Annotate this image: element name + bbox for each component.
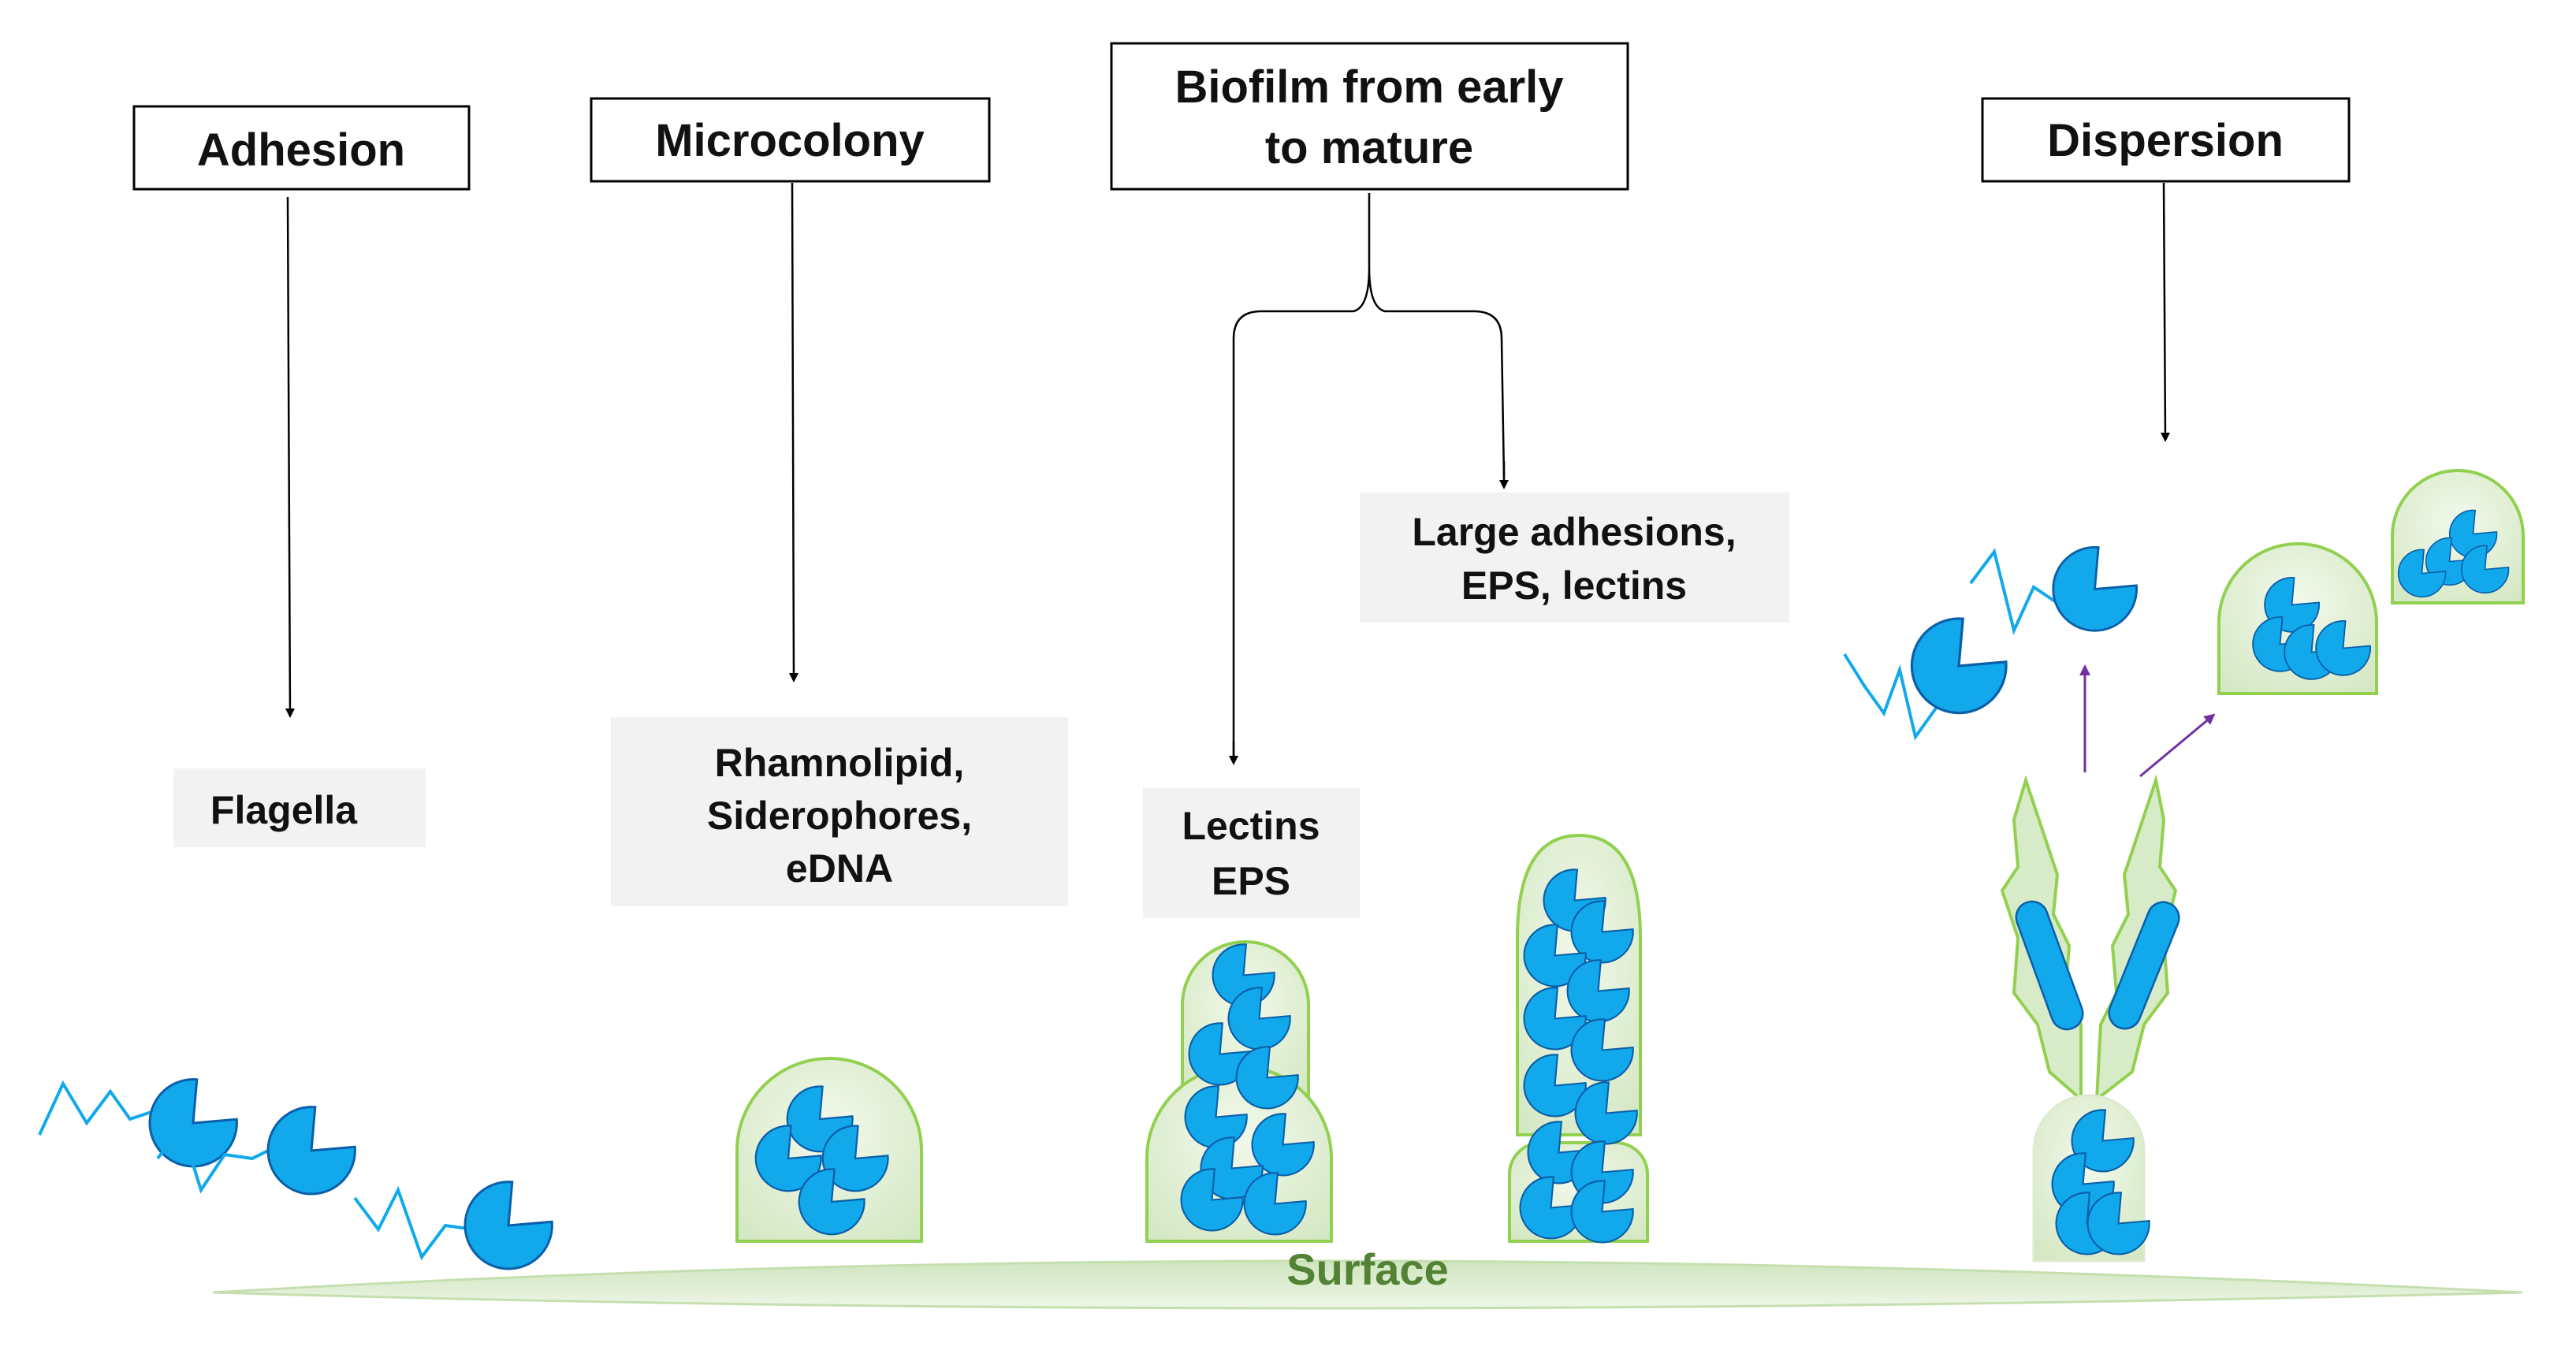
flagellum: [38, 1080, 154, 1136]
flagellum: [353, 1185, 474, 1261]
note-mature-line2: EPS, lectins: [1461, 563, 1687, 608]
arrow-dispersion: [2160, 182, 2170, 442]
note-flagella: Flagella: [173, 768, 426, 847]
stage-title-biofilm-line2: to mature: [1265, 122, 1473, 173]
note-microcolony: Rhamnolipid, Siderophores, eDNA: [611, 717, 1068, 906]
dispersal-arrow-diagonal: [2139, 713, 2216, 778]
flagellum: [1843, 653, 1956, 741]
bacterium: [1910, 617, 2008, 715]
note-microcolony-line2: Siderophores,: [707, 794, 972, 838]
note-flagella-text: Flagella: [210, 788, 358, 832]
stage-title-biofilm-line1: Biofilm from early: [1174, 61, 1563, 113]
note-early-line2: EPS: [1212, 859, 1290, 903]
stage-box-dispersion: Dispersion: [1981, 97, 2351, 183]
surface-label: Surface: [1286, 1244, 1448, 1294]
stage-box-adhesion: Adhesion: [132, 105, 471, 191]
rod-bacterium: [2108, 901, 2180, 1030]
note-mature-biofilm: Large adhesions, EPS, lectins: [1360, 493, 1789, 623]
stage-box-microcolony: Microcolony: [590, 97, 991, 183]
dispersion-group: [1843, 469, 2525, 1263]
arrow-adhesion: [285, 196, 295, 718]
note-mature-line1: Large adhesions,: [1412, 510, 1736, 554]
note-early-biofilm: Lectins EPS: [1143, 788, 1360, 918]
early-biofilm-group: [1145, 940, 1333, 1243]
stage-title-dispersion: Dispersion: [2047, 115, 2284, 166]
rod-bacterium: [2015, 900, 2084, 1031]
adhesion-bacteria-group: [38, 1078, 553, 1270]
brace-biofilm: [1232, 193, 1506, 757]
flagellum: [156, 1123, 277, 1194]
stage-title-microcolony: Microcolony: [655, 115, 925, 166]
microcolony-group: [735, 1057, 923, 1243]
arrow-microcolony: [788, 182, 798, 682]
note-microcolony-line3: eDNA: [786, 846, 893, 891]
stage-box-biofilm: Biofilm from early to mature: [1110, 42, 1629, 191]
bacterium: [266, 1106, 356, 1196]
mature-biofilm-group: [1508, 833, 1649, 1244]
bacterium: [463, 1181, 553, 1270]
surface-band: [212, 1259, 2523, 1310]
note-early-line1: Lectins: [1182, 804, 1320, 848]
note-microcolony-line1: Rhamnolipid,: [715, 741, 965, 785]
bacterium: [2052, 545, 2139, 632]
stage-title-adhesion: Adhesion: [197, 125, 405, 176]
